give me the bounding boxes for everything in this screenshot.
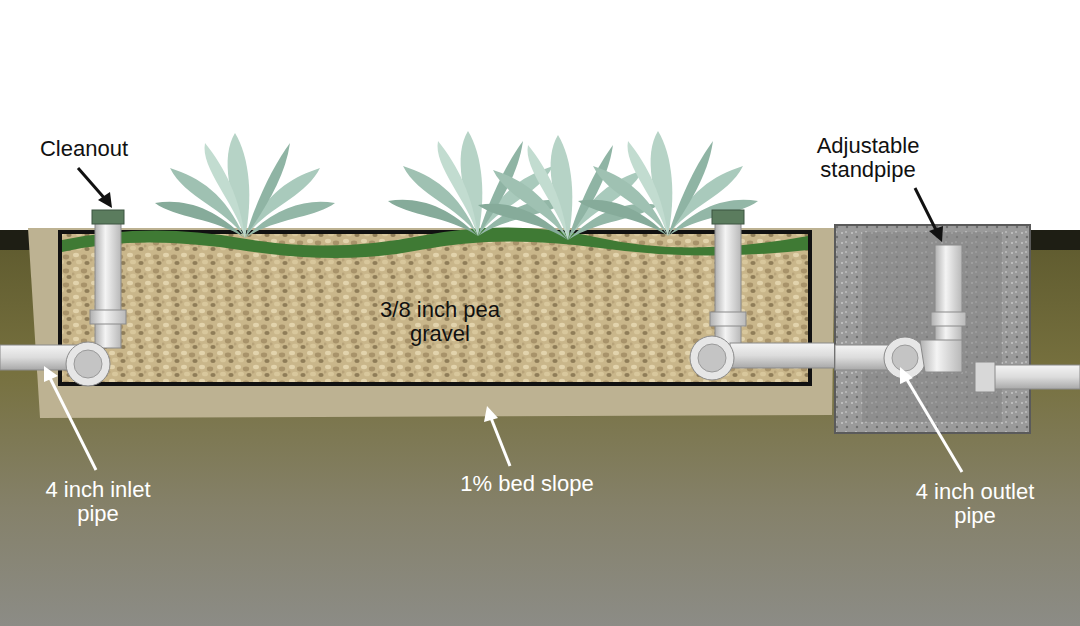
gravel-label: 3/8 inch pea gravel <box>365 298 515 346</box>
control-structure <box>835 225 1080 433</box>
outlet-cleanout-piping <box>690 210 838 380</box>
inlet-piping <box>0 210 126 386</box>
outlet-label: 4 inch outlet pipe <box>895 480 1055 528</box>
inlet-label: 4 inch inlet pipe <box>23 478 173 526</box>
slope-label: 1% bed slope <box>427 472 627 496</box>
standpipe-label: Adjustable standpipe <box>793 134 943 182</box>
plants <box>155 131 758 240</box>
leader-lines <box>44 168 962 472</box>
cleanout-label: Cleanout <box>4 137 164 161</box>
groundcover <box>62 227 808 258</box>
sand-bedding <box>28 228 835 418</box>
